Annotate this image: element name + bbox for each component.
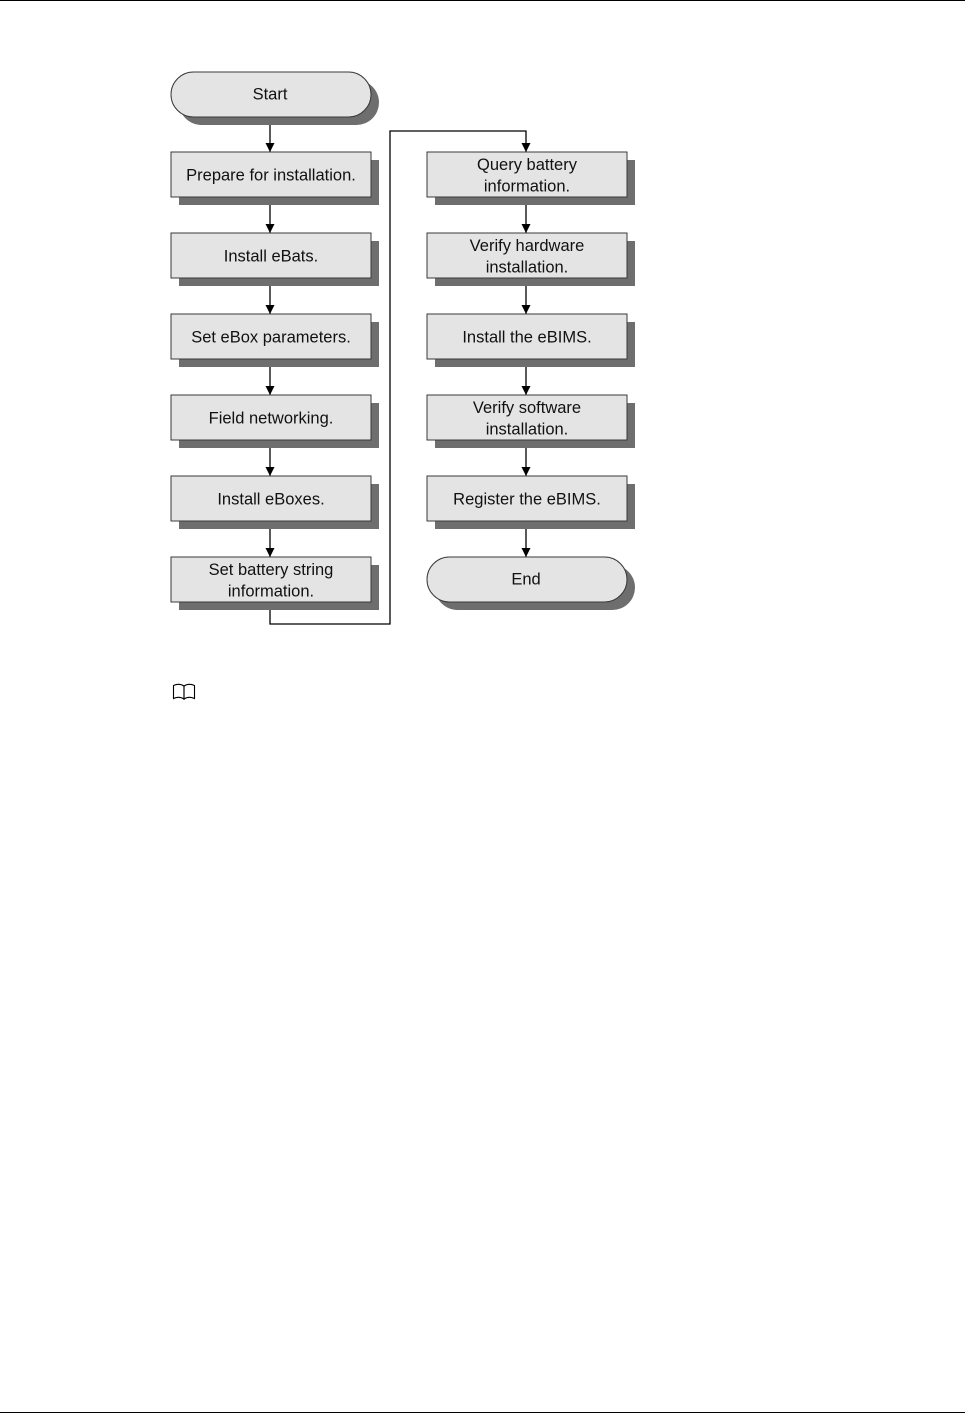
book-icon (172, 683, 196, 701)
step-label: Install eBoxes. (217, 491, 324, 509)
step-label: Prepare for installation. (186, 167, 356, 185)
step-label: information. (228, 582, 314, 600)
step-label: Install the eBIMS. (462, 329, 591, 347)
right-step-column: Query battery information. Verify hardware… (427, 152, 635, 529)
left-step-4: Field networking. (171, 395, 379, 448)
right-step-4: Verify software installation. (427, 395, 635, 448)
start-terminator: Start (171, 72, 379, 125)
start-label: Start (253, 86, 288, 104)
step-label: Query battery (477, 156, 578, 174)
installation-flowchart: Start End Prepare for installation. Insta… (0, 0, 965, 680)
right-step-2: Verify hardware installation. (427, 233, 635, 286)
end-label: End (511, 571, 540, 589)
step-label: Set eBox parameters. (191, 329, 351, 347)
left-step-6: Set battery string information. (171, 557, 379, 610)
page-bottom-rule (0, 1412, 965, 1413)
right-step-1: Query battery information. (427, 152, 635, 205)
right-step-3: Install the eBIMS. (427, 314, 635, 367)
step-label: information. (484, 177, 570, 195)
left-step-5: Install eBoxes. (171, 476, 379, 529)
right-step-5: Register the eBIMS. (427, 476, 635, 529)
step-label: Install eBats. (224, 248, 318, 266)
left-step-2: Install eBats. (171, 233, 379, 286)
left-step-column: Prepare for installation. Install eBats. S… (171, 152, 379, 610)
step-label: installation. (486, 420, 569, 438)
end-terminator: End (427, 557, 635, 610)
step-label: Verify hardware (470, 237, 585, 255)
step-label: Set battery string (209, 561, 334, 579)
step-label: installation. (486, 258, 569, 276)
step-label: Register the eBIMS. (453, 491, 601, 509)
left-step-1: Prepare for installation. (171, 152, 379, 205)
step-label: Verify software (473, 399, 581, 417)
left-step-3: Set eBox parameters. (171, 314, 379, 367)
step-label: Field networking. (209, 410, 334, 428)
